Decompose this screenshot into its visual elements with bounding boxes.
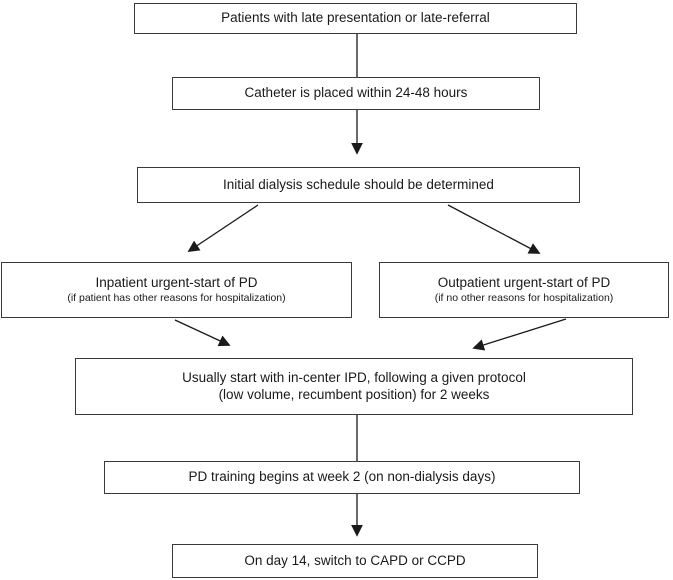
node-label: Catheter is placed within 24-48 hours (244, 85, 468, 101)
node-outpatient-urgent-start: Outpatient urgent-start of PD (if no oth… (379, 262, 669, 318)
node-initial-dialysis-schedule: Initial dialysis schedule should be dete… (137, 167, 580, 203)
node-in-center-ipd-protocol: Usually start with in-center IPD, follow… (75, 358, 633, 415)
node-switch-capd-ccpd: On day 14, switch to CAPD or CCPD (172, 544, 538, 578)
node-inpatient-urgent-start: Inpatient urgent-start of PD (if patient… (1, 262, 352, 318)
node-sublabel: (if patient has other reasons for hospit… (67, 291, 286, 304)
edge-outpatient-ipd-arrow (472, 318, 567, 351)
node-catheter-placement: Catheter is placed within 24-48 hours (172, 77, 540, 110)
edge-inpatient-ipd-arrow (174, 319, 231, 347)
node-label: Outpatient urgent-start of PD (437, 275, 611, 290)
node-sublabel: (if no other reasons for hospitalization… (434, 291, 614, 304)
node-label: Inpatient urgent-start of PD (95, 275, 258, 290)
node-label-line1: Usually start with in-center IPD, follow… (182, 369, 526, 385)
node-label: Patients with late presentation or late-… (221, 10, 490, 26)
node-label-line2: (low volume, recumbent position) for 2 w… (218, 386, 490, 402)
node-pd-training: PD training begins at week 2 (on non-dia… (104, 461, 580, 494)
node-label: On day 14, switch to CAPD or CCPD (244, 552, 466, 568)
edge-schedule-inpatient-arrow (187, 204, 259, 252)
node-label: PD training begins at week 2 (on non-dia… (188, 469, 496, 485)
node-patients-late-presentation: Patients with late presentation or late-… (134, 3, 577, 34)
edge-schedule-outpatient-arrow (447, 204, 541, 254)
node-label: Initial dialysis schedule should be dete… (223, 176, 494, 192)
